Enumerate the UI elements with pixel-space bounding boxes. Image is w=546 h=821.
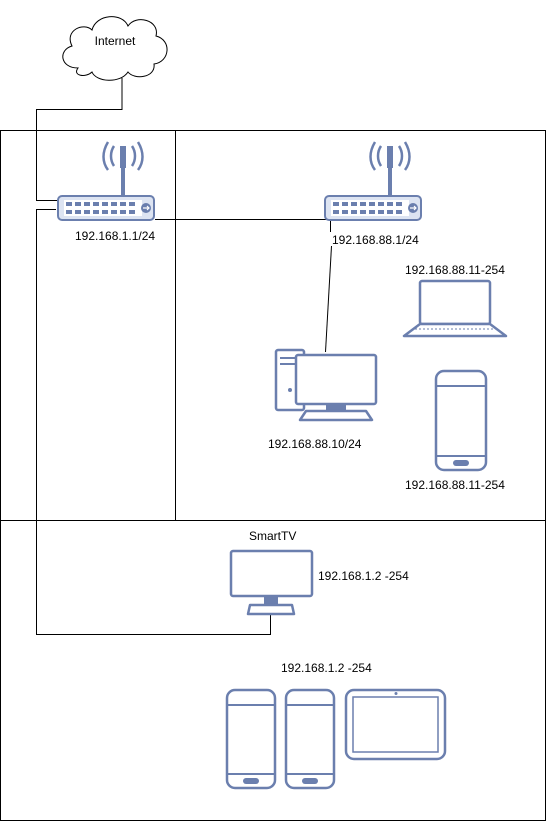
desktop-computer-icon [274, 348, 378, 422]
internet-uplink-line [36, 78, 123, 201]
phone-label: 192.168.88.11-254 [405, 478, 505, 492]
smartphone-icon [225, 688, 277, 790]
mobile-group-label: 192.168.1.2 -254 [281, 661, 372, 675]
smartphone-icon [284, 688, 336, 790]
smarttv-ip-label: 192.168.1.2 -254 [318, 569, 409, 583]
smartphone-icon [434, 369, 488, 472]
smarttv-title: SmartTV [249, 529, 296, 543]
desktop-link-line [325, 245, 332, 353]
router-sub-label: 192.168.88.1/24 [332, 233, 419, 247]
internet-label: Internet [95, 34, 136, 48]
router-main-label: 192.168.1.1/24 [75, 229, 155, 243]
monitor-icon [229, 549, 314, 616]
cloud-icon [62, 16, 168, 81]
tablet-icon [344, 688, 447, 761]
wireless-router-icon [324, 141, 422, 221]
wireless-router-icon [57, 141, 155, 221]
desktop-label: 192.168.88.10/24 [268, 437, 362, 451]
laptop-icon [402, 279, 508, 338]
smarttv-link-line [36, 209, 271, 635]
laptop-label: 192.168.88.11-254 [405, 263, 505, 277]
